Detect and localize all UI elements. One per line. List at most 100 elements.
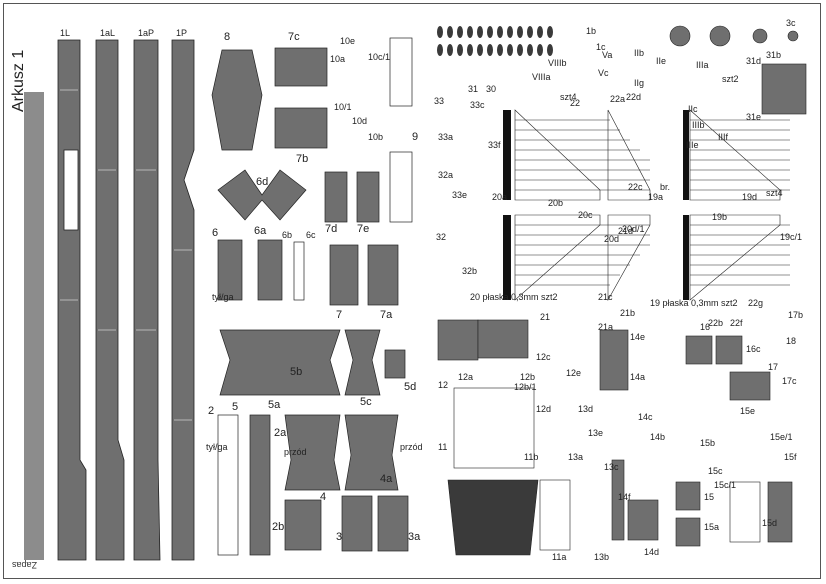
label-14a: 14a [630, 372, 645, 382]
label-IIb: IIb [634, 48, 644, 58]
label-7d: 7d [325, 223, 337, 235]
label-14d: 14d [644, 547, 659, 557]
wheel-IIIb [709, 25, 731, 47]
label-12b: 12b [520, 372, 535, 382]
strip-20-upper [514, 109, 601, 201]
label-5: 5 [232, 401, 238, 413]
label-7b: 7b [296, 153, 308, 165]
label-VIIIa: VIIIa [532, 72, 551, 82]
label-3: 3 [336, 531, 342, 543]
part-15f [767, 481, 793, 543]
label-14e: 14e [630, 332, 645, 342]
label-15e1: 15e/1 [770, 432, 793, 442]
label-20d1: 20d/1 [622, 224, 645, 234]
part-7e [356, 171, 380, 223]
part-8 [211, 49, 263, 151]
frame-rails [57, 39, 195, 561]
label-IIe: IIe [656, 56, 666, 66]
label-IIc: IIc [688, 104, 698, 114]
label-31d: 31d [746, 56, 761, 66]
label-17c: 17c [782, 376, 797, 386]
label-3c: 3c [786, 18, 796, 28]
label-22c: 22c [628, 182, 643, 192]
label-13d: 13d [578, 404, 593, 414]
label-12a: 12a [458, 372, 473, 382]
part-5b [219, 329, 341, 396]
part-17 [729, 371, 771, 401]
label-IIIa: IIIa [696, 60, 709, 70]
text-przod-1: przód [284, 447, 307, 457]
part-7c [274, 47, 328, 87]
text-strip20: 20 płaska 0,3mm szt2 [470, 292, 558, 302]
label-21c: 21c [598, 292, 613, 302]
label-20c: 20c [578, 210, 593, 220]
part-6d [217, 169, 307, 221]
part-4 [284, 414, 341, 491]
label-30: 30 [486, 84, 496, 94]
right-top-parts [437, 25, 807, 556]
part-7b [274, 107, 328, 149]
part-15d [729, 481, 761, 543]
part-7a [367, 244, 399, 306]
label-22g: 22g [748, 298, 763, 308]
label-13b: 13b [594, 552, 609, 562]
frame-rail-marks [60, 89, 192, 421]
label-31e: 31e [746, 112, 761, 122]
label-6d: 6d [256, 176, 268, 188]
label-IIg: IIg [634, 78, 644, 88]
part-6b [293, 241, 305, 301]
label-6: 6 [212, 227, 218, 239]
label-19a: 19a [648, 192, 663, 202]
wedge-strip-rungs [515, 119, 790, 286]
label-33: 33 [434, 96, 444, 106]
label-5b: 5b [290, 366, 302, 378]
rail-1L-window [63, 149, 79, 231]
label-6a: 6a [254, 225, 267, 237]
left-part-labels: 8 7c 10e 10a 10c/1 10d 10/1 10b 7b 9 6d … [206, 31, 423, 543]
part-2a [249, 414, 271, 556]
label-10b: 10b [368, 132, 383, 142]
rail-1aP [133, 39, 161, 561]
label-33c: 33c [470, 100, 485, 110]
label-16: 16 [700, 322, 710, 332]
label-7: 7 [336, 309, 342, 321]
text-przod-2: przód [400, 442, 423, 452]
rail-label-1P: 1P [176, 28, 187, 38]
label-31b: 31b [766, 50, 781, 60]
label-4a: 4a [380, 473, 393, 485]
label-12e: 12e [566, 368, 581, 378]
label-10d: 10d [352, 116, 367, 126]
label-10c1: 10c/1 [368, 52, 390, 62]
label-22f: 22f [730, 318, 743, 328]
text-szt4-a: szt4 [560, 92, 577, 102]
label-17: 17 [768, 362, 778, 372]
label-18: 18 [786, 336, 796, 346]
label-11: 11 [438, 442, 447, 452]
label-10-1: 10/1 [334, 102, 352, 112]
strip-20-lower [514, 214, 601, 301]
label-13a: 13a [568, 452, 583, 462]
label-10a: 10a [330, 54, 345, 64]
rail-label-1aL: 1aL [100, 28, 115, 38]
label-2a: 2a [274, 427, 287, 439]
part-5c [344, 329, 381, 396]
part-15 [675, 481, 701, 511]
sheet-border [3, 3, 821, 579]
rail-label-1L: 1L [60, 28, 70, 38]
label-1c: 1c [596, 42, 606, 52]
part-11a [539, 479, 571, 551]
label-13e: 13e [588, 428, 603, 438]
label-2b: 2b [272, 521, 284, 533]
label-22a: 22a [610, 94, 625, 104]
part-14d [627, 499, 659, 541]
part-9 [389, 37, 413, 107]
rail-label-1aP: 1aP [138, 28, 154, 38]
part-6a [257, 239, 283, 301]
part-31d [761, 63, 807, 115]
label-33a: 33a [438, 132, 453, 142]
label-5d: 5d [404, 381, 416, 393]
label-14c: 14c [638, 412, 653, 422]
label-17b: 17b [788, 310, 803, 320]
part-5d [384, 349, 406, 379]
